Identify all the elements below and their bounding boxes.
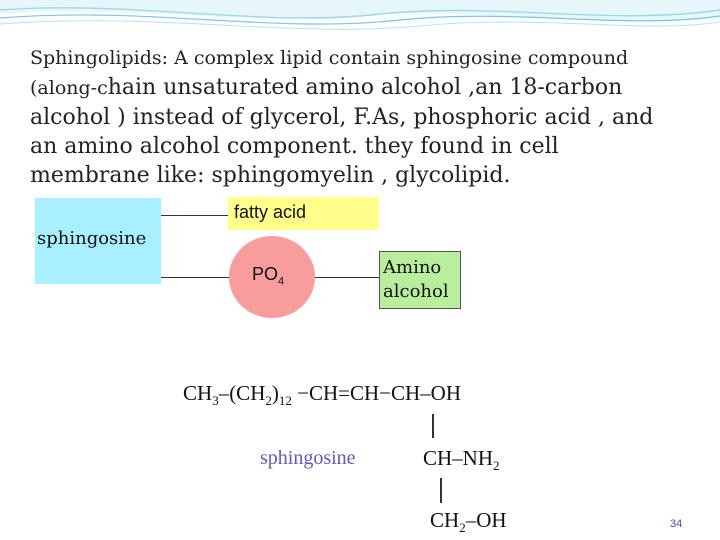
phosphate-connector (161, 277, 229, 278)
amino-alcohol-label: Amino alcohol (383, 256, 459, 304)
amino-line-2: alcohol (383, 281, 449, 302)
intro-paragraph: Sphingolipids: A complex lipid contain s… (30, 44, 700, 190)
formula-oh: –OH (465, 508, 507, 532)
formula-ch3: CH (183, 381, 213, 405)
formula-main-chain: CH3–(CH2)12 −CH=CH−CH–OH (183, 381, 461, 409)
formula-repeat-sub: 12 (278, 393, 292, 409)
amino-connector (315, 277, 379, 278)
fatty-acid-connector (161, 215, 228, 216)
formula-ch-nh2: CH–NH2 (423, 446, 500, 474)
intro-line-3: alcohol ) instead of glycerol, F.As, pho… (30, 105, 654, 130)
intro-line-4: an amino alcohol component. they found i… (30, 134, 559, 159)
sphingosine-box (35, 198, 161, 284)
formula-ch3-sub: 3 (212, 393, 219, 409)
amino-line-1: Amino (383, 257, 442, 278)
formula-nh2-sub: 2 (493, 458, 500, 474)
phosphate-label: PO4 (252, 264, 284, 288)
formula-ch2-open: –(CH (218, 381, 266, 405)
formula-bond-2 (440, 478, 442, 503)
phosphate-text: PO (252, 264, 279, 284)
formula-ch2-sub: 2 (265, 393, 272, 409)
formula-sphingosine-label: sphingosine (260, 447, 356, 469)
header-wave-decoration (0, 0, 720, 30)
formula-bond-1 (432, 414, 434, 438)
fatty-acid-label: fatty acid (234, 202, 307, 222)
intro-line-2-start: (along-c (30, 77, 108, 99)
sphingosine-label: sphingosine (37, 228, 147, 249)
formula-ch2-oh: CH2–OH (430, 508, 507, 536)
intro-line-2-end: hain unsaturated amino alcohol ,an 18-ca… (107, 75, 623, 100)
formula-ch: CH (430, 508, 460, 532)
fatty-acid-box (228, 197, 379, 230)
page-number: 34 (670, 518, 683, 530)
formula-chain: −CH=CH−CH–OH (291, 381, 461, 405)
phosphate-subscript: 4 (278, 275, 285, 288)
amino-alcohol-box (379, 251, 461, 309)
intro-line-2: (along-chain unsaturated amino alcohol ,… (30, 73, 700, 103)
intro-line-5: membrane like: sphingomyelin , glycolipi… (30, 163, 511, 188)
formula-ch2-sub-last: 2 (459, 520, 466, 536)
phosphate-circle (229, 236, 315, 318)
formula-close-paren: ) (271, 381, 279, 405)
intro-line-1: Sphingolipids: A complex lipid contain s… (30, 47, 629, 69)
formula-ch-nh: CH–NH (423, 446, 494, 470)
